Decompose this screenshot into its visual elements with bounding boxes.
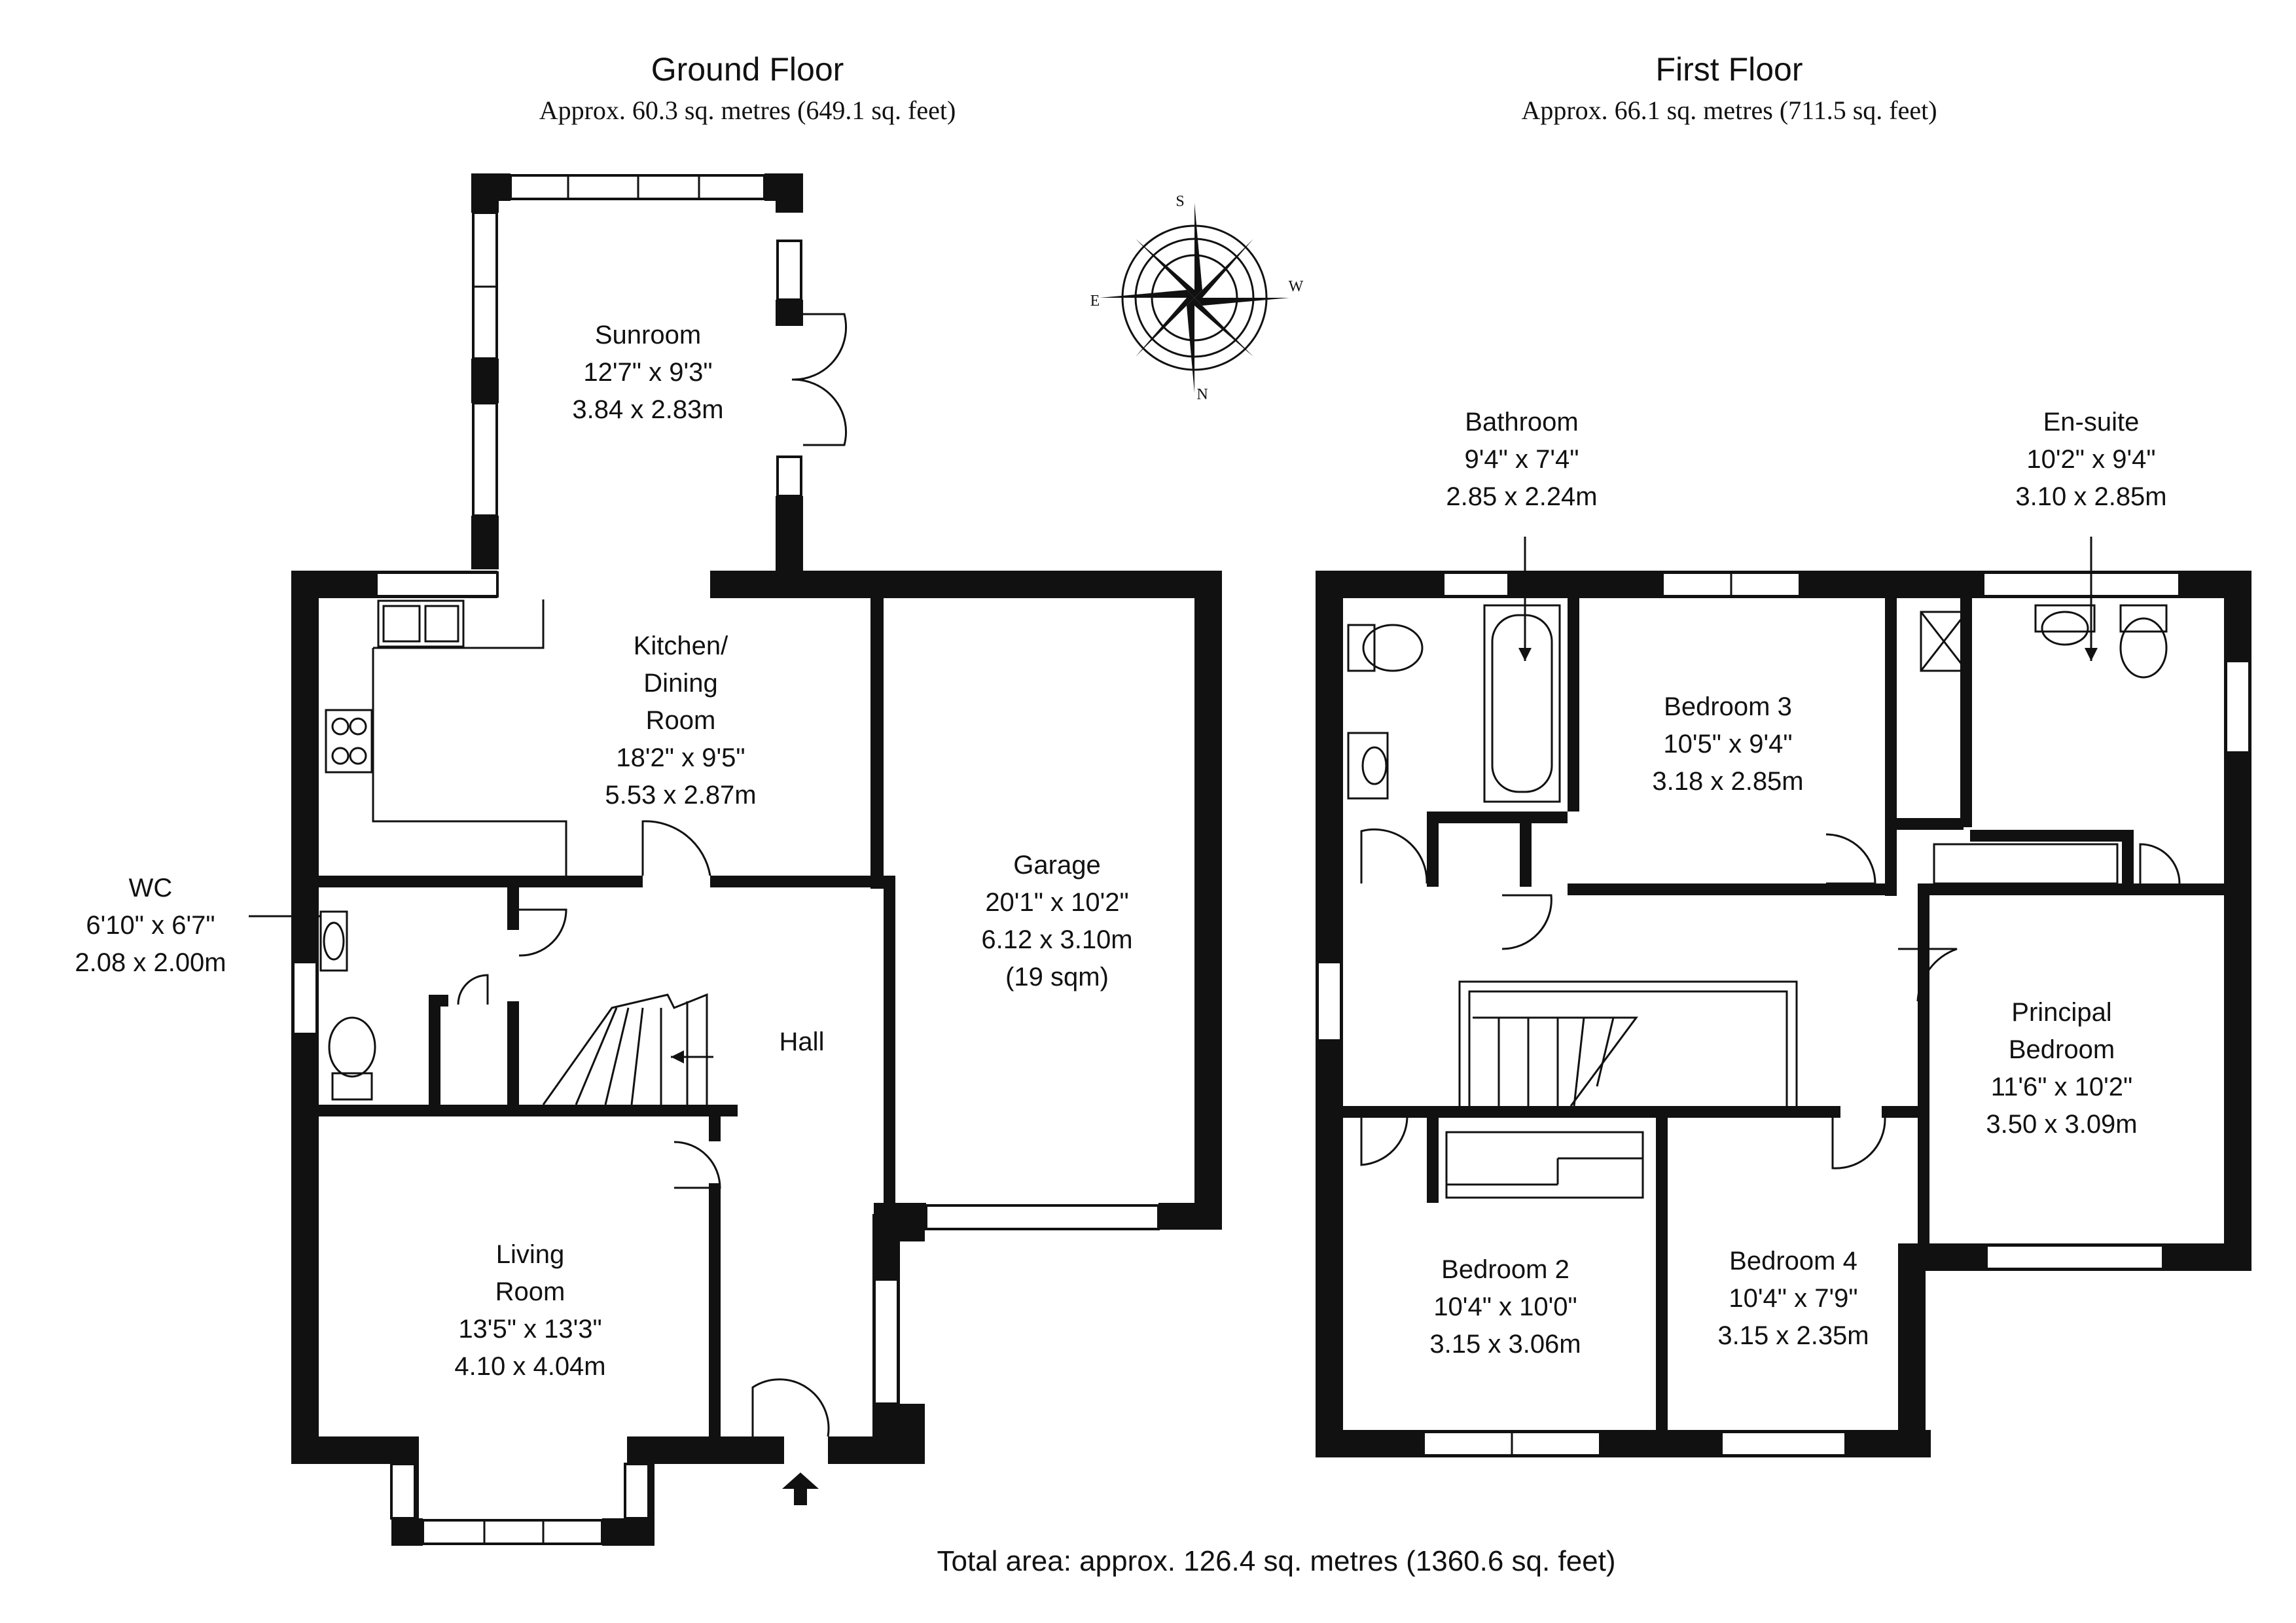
garage-label: Garage 20'1" x 10'2" 6.12 x 3.10m (19 sq… <box>981 851 1132 991</box>
hall-name: Hall <box>780 1027 825 1056</box>
kitchen-name-2: Dining <box>643 669 717 698</box>
ground-floor-plan <box>249 173 1222 1546</box>
kitchen-label: Kitchen/ Dining Room 18'2" x 9'5" 5.53 x… <box>605 632 756 810</box>
principal-name-2: Bedroom <box>2009 1035 2115 1064</box>
front-entrance-arrow <box>782 1472 819 1505</box>
sunroom-name: Sunroom <box>595 321 701 349</box>
bathroom-imperial: 9'4" x 7'4" <box>1465 445 1579 474</box>
wc-name: WC <box>129 874 173 902</box>
living-name-2: Room <box>495 1277 565 1306</box>
bathroom-toilet-icon <box>1347 624 1424 672</box>
bedroom2-name: Bedroom 2 <box>1441 1255 1570 1284</box>
wc-metric: 2.08 x 2.00m <box>75 948 226 977</box>
ensuite-toilet-icon <box>2119 604 2168 679</box>
living-metric: 4.10 x 4.04m <box>454 1352 605 1381</box>
kitchen-imperial: 18'2" x 9'5" <box>616 743 745 772</box>
garage-metric: 6.12 x 3.10m <box>981 925 1132 954</box>
bathroom-basin-icon <box>1347 732 1389 800</box>
bedroom4-name: Bedroom 4 <box>1729 1247 1857 1275</box>
ensuite-basin-icon <box>2034 604 2096 646</box>
sunroom-imperial: 12'7" x 9'3" <box>583 358 712 387</box>
kitchen-metric: 5.53 x 2.87m <box>605 781 756 810</box>
kitchen-name-1: Kitchen/ <box>634 632 728 660</box>
ground-floor-title: Ground Floor <box>651 51 844 88</box>
bedroom2-imperial: 10'4" x 10'0" <box>1433 1293 1577 1321</box>
garage-name: Garage <box>1013 851 1100 880</box>
ground-stairs <box>542 993 713 1105</box>
living-name-1: Living <box>496 1240 565 1269</box>
kitchen-sink-icon <box>377 599 465 648</box>
ensuite-metric: 3.10 x 2.85m <box>2015 482 2166 511</box>
bedroom3-name: Bedroom 3 <box>1664 692 1792 721</box>
bedroom4-imperial: 10'4" x 7'9" <box>1729 1284 1857 1313</box>
bedroom3-imperial: 10'5" x 9'4" <box>1663 730 1792 758</box>
sunroom-metric: 3.84 x 2.83m <box>572 395 723 424</box>
garage-imperial: 20'1" x 10'2" <box>985 888 1128 917</box>
bedroom2-metric: 3.15 x 3.06m <box>1429 1330 1581 1359</box>
compass-e: E <box>1090 293 1100 310</box>
principal-name-1: Principal <box>2011 998 2111 1027</box>
bedroom3-label: Bedroom 3 10'5" x 9'4" 3.18 x 2.85m <box>1652 692 1803 796</box>
first-floor-stairs <box>1458 980 1798 1107</box>
first-floor-plan <box>1316 537 2251 1457</box>
bedroom4-label: Bedroom 4 10'4" x 7'9" 3.15 x 2.35m <box>1717 1247 1869 1350</box>
compass-n: N <box>1196 386 1208 403</box>
principal-metric: 3.50 x 3.09m <box>1986 1110 2137 1139</box>
sunroom-label: Sunroom 12'7" x 9'3" 3.84 x 2.83m <box>572 321 723 424</box>
bath-icon <box>1483 604 1561 803</box>
bathroom-label: Bathroom 9'4" x 7'4" 2.85 x 2.24m <box>1446 408 1597 511</box>
ground-floor-area: Approx. 60.3 sq. metres (649.1 sq. feet) <box>539 96 956 125</box>
bathroom-name: Bathroom <box>1465 408 1578 437</box>
sunroom-windows <box>472 174 802 517</box>
total-area: Total area: approx. 126.4 sq. metres (13… <box>937 1545 1615 1577</box>
wc-basin-icon <box>319 910 348 972</box>
compass-s: S <box>1175 193 1184 210</box>
garage-note: (19 sqm) <box>1005 963 1109 991</box>
bedroom2-label: Bedroom 2 10'4" x 10'0" 3.15 x 3.06m <box>1429 1255 1581 1359</box>
principal-bedroom-label: Principal Bedroom 11'6" x 10'2" 3.50 x 3… <box>1986 998 2137 1139</box>
wc-label: WC 6'10" x 6'7" 2.08 x 2.00m <box>75 874 226 977</box>
compass-rose-icon: S W N E <box>1090 193 1304 403</box>
living-imperial: 13'5" x 13'3" <box>458 1315 601 1344</box>
first-floor-title: First Floor <box>1656 51 1803 88</box>
hob-icon <box>325 709 373 774</box>
wc-imperial: 6'10" x 6'7" <box>86 911 215 940</box>
living-room-label: Living Room 13'5" x 13'3" 4.10 x 4.04m <box>454 1240 605 1381</box>
compass-w: W <box>1289 278 1304 295</box>
kitchen-name-3: Room <box>646 706 716 735</box>
ensuite-imperial: 10'2" x 9'4" <box>2026 445 2155 474</box>
toilet-icon <box>328 1016 376 1101</box>
bedroom3-metric: 3.18 x 2.85m <box>1652 767 1803 796</box>
bathroom-metric: 2.85 x 2.24m <box>1446 482 1597 511</box>
shower-icon <box>1920 611 1968 672</box>
ensuite-label: En-suite 10'2" x 9'4" 3.10 x 2.85m <box>2015 408 2166 511</box>
principal-imperial: 11'6" x 10'2" <box>1991 1073 2132 1101</box>
first-floor-area: Approx. 66.1 sq. metres (711.5 sq. feet) <box>1521 96 1937 125</box>
bedroom4-metric: 3.15 x 2.35m <box>1717 1321 1869 1350</box>
ensuite-name: En-suite <box>2043 408 2140 437</box>
